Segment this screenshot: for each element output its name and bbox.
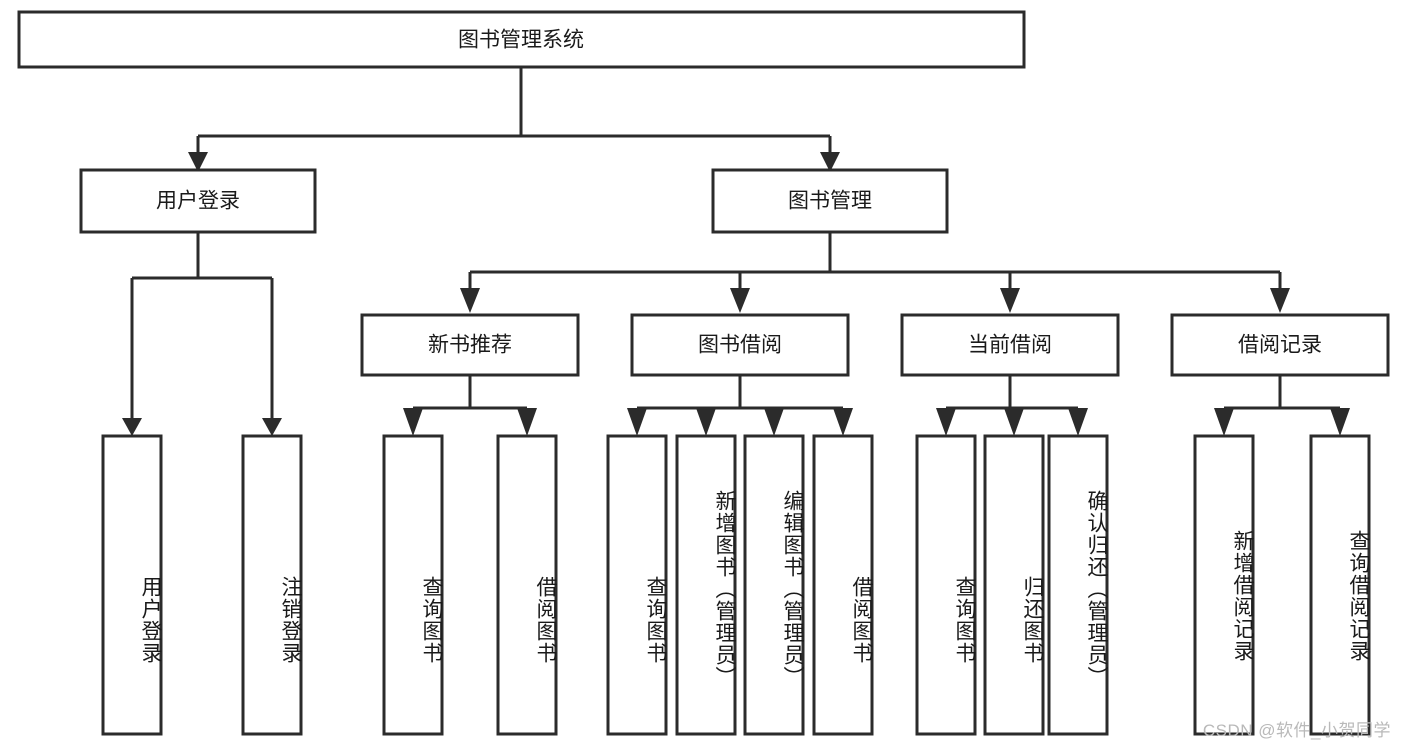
watermark: CSDN @软件_小贺同学 [1202, 721, 1391, 740]
node-book-borrow-label: 图书借阅 [698, 334, 782, 357]
node-borrow-records[interactable] [1170, 313, 1390, 377]
arrowhead-user-login-leaf1 [122, 418, 142, 436]
arrowhead-current-borrow [1000, 288, 1020, 313]
arrowhead-book-borrow [730, 288, 750, 313]
arrowhead-borrow-records [1270, 288, 1290, 313]
arrowhead-book-borrow-leaf3 [764, 408, 784, 436]
node-leaf-user-login-2[interactable] [241, 434, 303, 736]
node-leaf-book-borrow-4[interactable] [812, 434, 874, 736]
node-new-book-recommend[interactable] [360, 313, 580, 377]
arrowhead-new-book-leaf1 [403, 408, 423, 436]
arrowhead-new-book [460, 288, 480, 313]
node-book-borrow[interactable] [630, 313, 850, 377]
node-new-book-recommend-label: 新书推荐 [428, 334, 512, 357]
node-user-login-label: 用户登录 [156, 190, 240, 213]
arrowhead-user-login-leaf2 [262, 418, 282, 436]
arrowhead-new-book-leaf2 [517, 408, 537, 436]
node-book-manage[interactable] [711, 168, 949, 234]
node-user-login[interactable] [79, 168, 317, 234]
node-leaf-book-borrow-2[interactable] [675, 434, 737, 736]
node-current-borrow[interactable] [900, 313, 1120, 377]
node-leaf-borrow-records-1[interactable] [1193, 434, 1255, 736]
node-leaf-current-borrow-3[interactable] [1047, 434, 1109, 736]
arrowhead-book-borrow-leaf4 [833, 408, 853, 436]
arrowhead-current-borrow-leaf3 [1068, 408, 1088, 436]
node-borrow-records-label: 借阅记录 [1238, 334, 1322, 357]
node-leaf-user-login-1[interactable] [101, 434, 163, 736]
node-leaf-book-borrow-3[interactable] [743, 434, 805, 736]
arrowhead-current-borrow-leaf2 [1004, 408, 1024, 436]
arrowhead-book-borrow-leaf1 [627, 408, 647, 436]
node-leaf-new-book-2[interactable] [496, 434, 558, 736]
node-book-manage-label: 图书管理 [788, 190, 872, 213]
node-leaf-borrow-records-2[interactable] [1309, 434, 1371, 736]
node-root[interactable] [17, 10, 1026, 69]
node-leaf-current-borrow-1[interactable] [915, 434, 977, 736]
node-leaf-current-borrow-2[interactable] [983, 434, 1045, 736]
node-current-borrow-label: 当前借阅 [968, 334, 1052, 357]
arrowhead-book-borrow-leaf2 [696, 408, 716, 436]
node-leaf-book-borrow-1[interactable] [606, 434, 668, 736]
nodes: 图书管理系统 用户登录 图书管理 新书推荐 图书借阅 当前借阅 借阅记录 [17, 10, 1390, 736]
arrowhead-borrow-records-leaf2 [1330, 408, 1350, 436]
arrowheads [122, 152, 1350, 436]
node-leaf-new-book-1[interactable] [382, 434, 444, 736]
arrowhead-user-login [188, 152, 208, 172]
arrowhead-book-manage [820, 152, 840, 172]
arrowhead-current-borrow-leaf1 [936, 408, 956, 436]
arrowhead-borrow-records-leaf1 [1214, 408, 1234, 436]
node-root-label: 图书管理系统 [458, 29, 584, 52]
